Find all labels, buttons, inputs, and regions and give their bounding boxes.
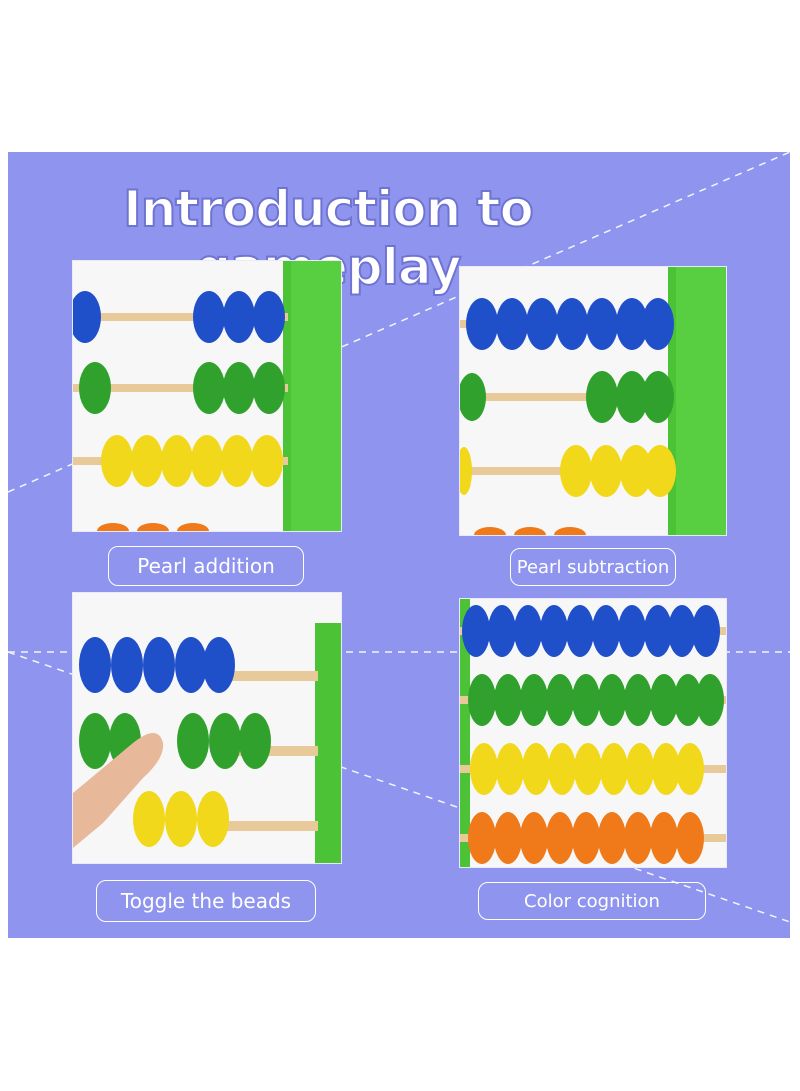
- photo-color-cognition: [459, 598, 727, 868]
- green-beads: [79, 713, 271, 769]
- finger-toggle-illustration: [73, 593, 341, 863]
- green-beads: [468, 674, 724, 726]
- orange-beads-edge: [474, 527, 586, 535]
- label-color-cognition: Color cognition: [478, 882, 706, 920]
- label-toggle-beads: Toggle the beads: [96, 880, 316, 922]
- blue-beads: [79, 637, 235, 693]
- photo-pearl-subtraction: [459, 266, 727, 536]
- abacus-subtraction-illustration: [460, 267, 726, 535]
- abacus-addition-illustration: [73, 261, 341, 531]
- yellow-beads: [133, 791, 229, 847]
- gameplay-panel: Introduction to gameplay: [8, 152, 790, 938]
- blue-beads: [462, 605, 720, 657]
- label-pearl-subtraction: Pearl subtraction: [510, 548, 676, 586]
- label-pearl-addition: Pearl addition: [108, 546, 304, 586]
- orange-beads: [468, 812, 704, 864]
- blue-beads: [73, 291, 285, 343]
- finger: [73, 733, 164, 848]
- green-beads: [79, 362, 285, 414]
- yellow-beads: [101, 435, 283, 487]
- yellow-beads: [470, 743, 704, 795]
- color-rows-illustration: [460, 599, 726, 867]
- blue-beads: [466, 298, 674, 350]
- photo-toggle-beads: [72, 592, 342, 864]
- green-beads: [460, 371, 674, 423]
- photo-pearl-addition: [72, 260, 342, 532]
- orange-beads-edge: [97, 523, 209, 531]
- yellow-beads: [460, 445, 676, 497]
